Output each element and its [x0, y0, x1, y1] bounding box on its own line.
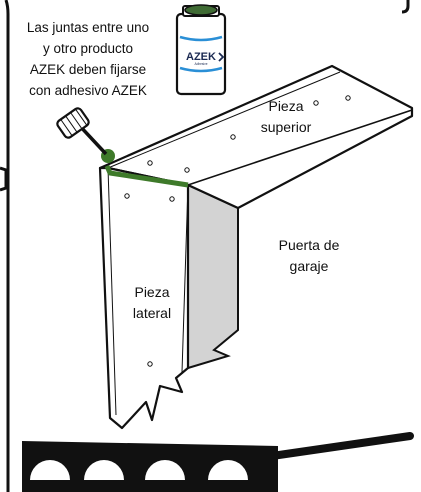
- instruction-note: Las juntas entre uno y otro producto AZE…: [27, 20, 149, 98]
- screw-hole: [169, 196, 175, 202]
- can-brand-text: AZEK: [186, 51, 216, 63]
- top-piece-label-line: Pieza: [268, 98, 303, 114]
- garage-door-label-line: garaje: [290, 258, 329, 274]
- screw-hole: [313, 100, 319, 106]
- side-piece-fold-line: [181, 184, 189, 373]
- left-frame-line: [4, 0, 10, 492]
- applicator-cap: [56, 107, 90, 139]
- top-piece-inner-line: [107, 71, 341, 169]
- adhesive-can-icon: AZEK Adhesive: [175, 4, 227, 96]
- bottom-rail: [22, 441, 278, 480]
- side-piece-label-line: Pieza: [134, 284, 169, 300]
- screw-hole: [345, 95, 351, 101]
- can-stripe: [179, 35, 223, 42]
- top-piece-front-edge: [187, 109, 413, 186]
- bottom-rail-base: [22, 480, 278, 492]
- right-frame-corner: [401, 0, 410, 14]
- screw-hole: [147, 160, 153, 166]
- side-piece-inner-line: [107, 167, 117, 416]
- screw-hole: [124, 193, 130, 199]
- left-frame-tab: [0, 166, 8, 192]
- note-line: con adhesivo AZEK: [29, 83, 147, 98]
- screw-hole: [230, 134, 236, 140]
- screw-hole: [147, 361, 153, 367]
- screw-holes: [124, 95, 351, 367]
- screw-hole: [184, 167, 190, 173]
- top-piece-label-line: superior: [261, 119, 312, 135]
- note-line: y otro producto: [43, 41, 133, 56]
- side-piece-label-line: lateral: [133, 305, 171, 321]
- adhesive-joint-line: [104, 165, 189, 188]
- garage-door-face: [187, 183, 239, 370]
- garage-door-label-line: Puerta de: [279, 237, 340, 253]
- bottom-rail-handle: [268, 432, 414, 460]
- note-line: Las juntas entre uno: [27, 20, 149, 35]
- can-sub-text: Adhesive: [194, 62, 207, 66]
- can-logo-chevron: [218, 52, 225, 62]
- note-line: AZEK deben fijarse: [30, 62, 146, 77]
- can-cap: [184, 4, 218, 16]
- can-stripe: [179, 66, 223, 73]
- glue-applicator-icon: [56, 107, 108, 156]
